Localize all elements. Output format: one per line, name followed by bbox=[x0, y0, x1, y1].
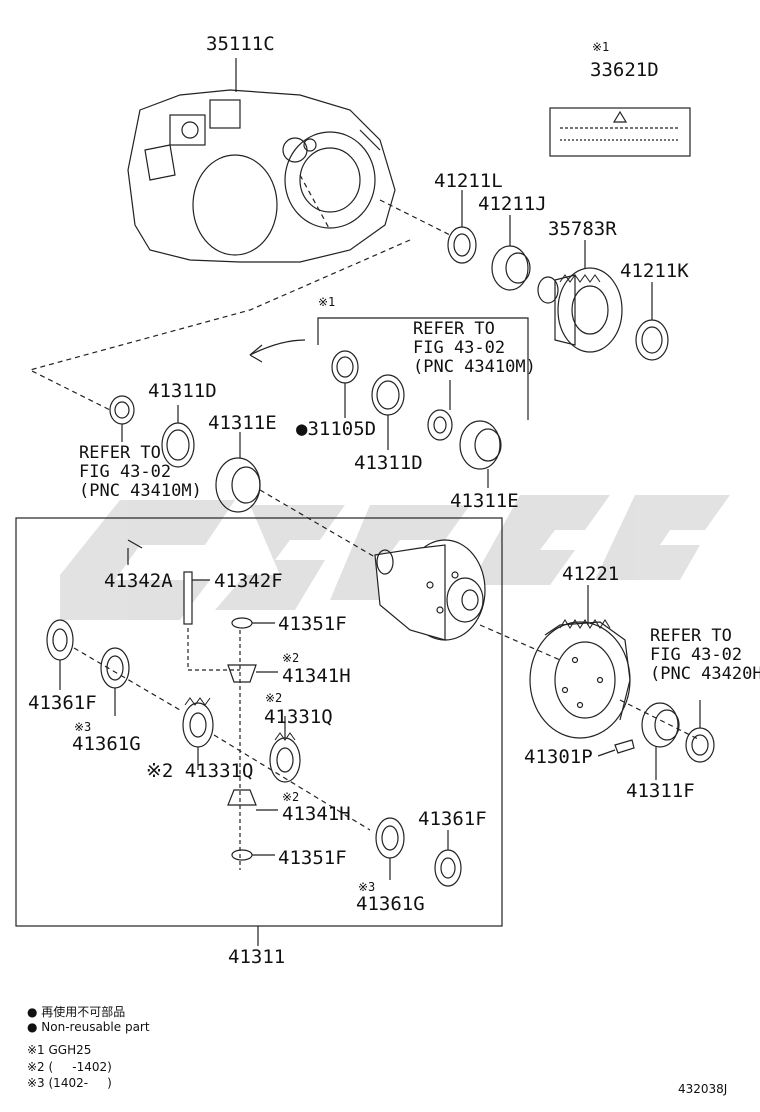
reference-note-upper[interactable]: REFER TO FIG 43-02 (PNC 43410M) bbox=[413, 319, 536, 377]
legend-line-5: ※3 (1402- ) bbox=[27, 1076, 112, 1090]
note-mark-41341h-bottom: ※2 bbox=[282, 790, 300, 804]
part-label-35111c[interactable]: 35111C bbox=[206, 33, 275, 55]
part-label-41351f-bottom[interactable]: 41351F bbox=[278, 847, 347, 869]
part-label-41211l[interactable]: 41211L bbox=[434, 170, 503, 192]
part-label-41342f[interactable]: 41342F bbox=[214, 570, 283, 592]
part-label-33621d[interactable]: 33621D bbox=[590, 59, 659, 81]
part-label-41342a[interactable]: 41342A bbox=[104, 570, 173, 592]
ring-gear-drawing bbox=[529, 621, 631, 739]
note-mark-41361g-right: ※3 bbox=[358, 880, 376, 894]
legend-line-3: ※1 GGH25 bbox=[27, 1043, 92, 1057]
part-label-41311d-right[interactable]: 41311D bbox=[354, 452, 423, 474]
part-label-41361g-left[interactable]: 41361G bbox=[72, 733, 141, 755]
part-label-41331q-top[interactable]: 41331Q bbox=[264, 706, 333, 728]
note-mark-41331q-top: ※2 bbox=[265, 691, 283, 705]
note-mark-33621d: ※1 bbox=[592, 40, 610, 54]
reference-note-left[interactable]: REFER TO FIG 43-02 (PNC 43410M) bbox=[79, 443, 202, 501]
note-mark-41341h-top: ※2 bbox=[282, 651, 300, 665]
part-label-41341h-bottom[interactable]: 41341H bbox=[282, 803, 351, 825]
part-label-41211k[interactable]: 41211K bbox=[620, 260, 689, 282]
part-label-41311e-left[interactable]: 41311E bbox=[208, 412, 277, 434]
part-label-41351f-top[interactable]: 41351F bbox=[278, 613, 347, 635]
legend-line-4: ※2 ( -1402) bbox=[27, 1060, 112, 1074]
part-label-41361f-right[interactable]: 41361F bbox=[418, 808, 487, 830]
part-label-41221[interactable]: 41221 bbox=[562, 563, 620, 585]
note-mark-41361g-left: ※3 bbox=[74, 720, 92, 734]
part-label-41301p[interactable]: 41301P bbox=[524, 746, 593, 768]
drive-gear-drawing bbox=[537, 267, 623, 353]
part-label-41331q-bottom[interactable]: ※2 41331Q bbox=[146, 760, 254, 782]
part-label-41211j[interactable]: 41211J bbox=[478, 193, 547, 215]
part-label-41311e-right[interactable]: 41311E bbox=[450, 490, 519, 512]
part-label-41361g-right[interactable]: 41361G bbox=[356, 893, 425, 915]
note-mark-bracket: ※1 bbox=[318, 295, 336, 309]
part-label-41311d-left[interactable]: 41311D bbox=[148, 380, 217, 402]
part-label-41341h-top[interactable]: 41341H bbox=[282, 665, 351, 687]
part-label-35783r[interactable]: 35783R bbox=[548, 218, 617, 240]
caution-label-drawing bbox=[549, 107, 691, 157]
reference-note-right[interactable]: REFER TO FIG 43-02 (PNC 43420H bbox=[650, 626, 760, 684]
part-label-41311[interactable]: 41311 bbox=[228, 946, 286, 968]
legend-line-2: ● Non-reusable part bbox=[27, 1020, 150, 1034]
legend-line-1: ● 再使用不可部品 bbox=[27, 1005, 126, 1019]
part-label-31105d[interactable]: ●31105D bbox=[296, 418, 377, 440]
part-label-41311f[interactable]: 41311F bbox=[626, 780, 695, 802]
part-label-41361f-left[interactable]: 41361F bbox=[28, 692, 97, 714]
figure-number: 432038J bbox=[678, 1082, 728, 1096]
differential-case-drawing bbox=[374, 539, 486, 641]
transaxle-case-drawing bbox=[127, 89, 396, 263]
